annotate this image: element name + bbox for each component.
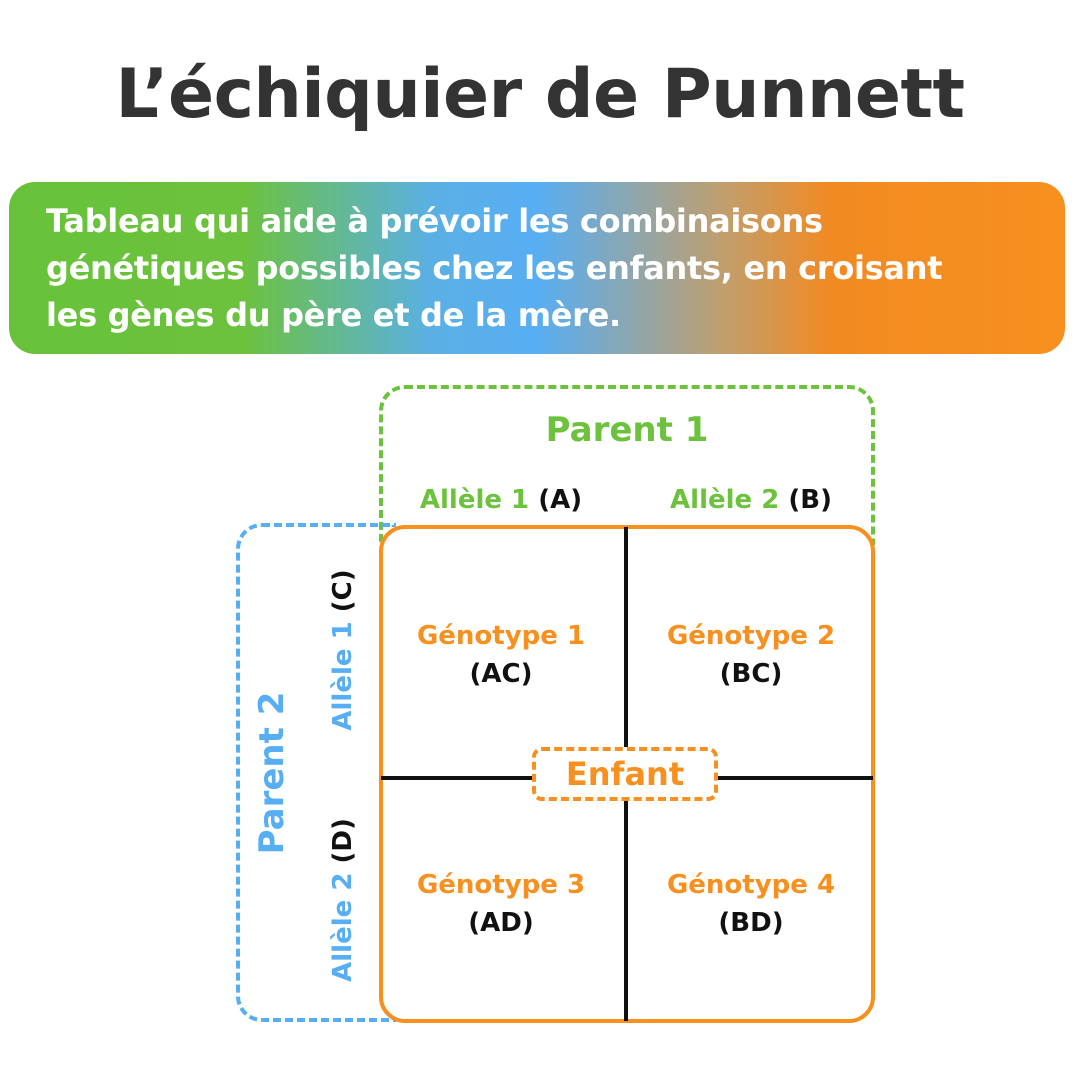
allele-code: (C) [328, 569, 358, 613]
banner-line: Tableau qui aide à prévoir les combinais… [46, 202, 823, 240]
allele-code: (D) [328, 818, 358, 864]
allele-label: Allèle 1 [328, 621, 358, 731]
banner-line: les gènes du père et de la mère. [46, 296, 621, 334]
page-title: L’échiquier de Punnett [115, 55, 965, 134]
allele-label: Allèle 1 [419, 485, 530, 515]
allele-label: Allèle 2 [670, 485, 780, 515]
parent2-label: Parent 2 [252, 691, 292, 855]
genotype-label: Génotype 2 [666, 621, 836, 651]
allele-label: Allèle 2 [328, 872, 358, 982]
parent1-label: Parent 1 [545, 410, 709, 450]
parent1-allele-2: Allèle 2 (B) [631, 482, 871, 518]
allele-code: (B) [788, 485, 832, 515]
genotype-code: (BD) [718, 908, 784, 938]
parent1-frame [379, 385, 875, 545]
parent2-frame [236, 523, 396, 1022]
genotype-label: Génotype 1 [416, 621, 586, 651]
genotype-cell-1: Génotype 1 (AC) [381, 617, 621, 693]
banner-line: génétiques possibles chez les enfants, e… [46, 249, 943, 287]
allele-code: (A) [538, 485, 583, 515]
genotype-cell-3: Génotype 3 (AD) [381, 866, 621, 942]
parent2-allele-2: Allèle 2 (D) [325, 780, 361, 1020]
genotype-cell-4: Génotype 4 (BD) [631, 866, 871, 942]
genotype-code: (AD) [468, 908, 534, 938]
genotype-label: Génotype 3 [416, 870, 586, 900]
genotype-label: Génotype 4 [666, 870, 836, 900]
parent1-allele-1: Allèle 1 (A) [381, 482, 621, 518]
parent2-allele-1: Allèle 1 (C) [325, 530, 361, 770]
genotype-code: (BC) [719, 659, 783, 689]
offspring-label: Enfant [532, 747, 718, 801]
genotype-cell-2: Génotype 2 (BC) [631, 617, 871, 693]
definition-banner: Tableau qui aide à prévoir les combinais… [9, 182, 1065, 354]
genotype-code: (AC) [469, 659, 533, 689]
